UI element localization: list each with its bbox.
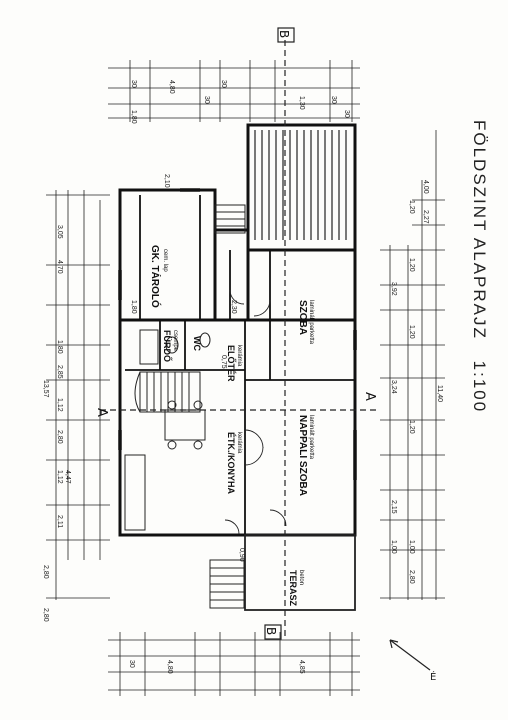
staircase-entry: [214, 204, 246, 234]
svg-text:cem. lap: cem. lap: [162, 249, 168, 272]
dim-top-chain-4: 2,85: [56, 365, 63, 379]
dim-left-row-4: 30: [343, 110, 350, 118]
dim-left-far-0: 2,80: [42, 608, 49, 622]
dim-right-chain-2: 1,20: [408, 258, 415, 272]
dim-top-outer-1: 4,47: [64, 470, 71, 484]
dim-top-chain-1: 1,12: [56, 470, 63, 484]
dim-left-bottom-2: 30: [128, 660, 135, 668]
dim-left-row-3: 30: [330, 96, 337, 104]
svg-text:B: B: [277, 30, 291, 38]
dim-left-row-0: 1,80: [130, 110, 137, 124]
dim-right-chain-8: 1,00: [390, 540, 397, 554]
svg-text:NAPPALI SZOBA: NAPPALI SZOBA: [297, 415, 308, 496]
dim-right-chain-0: 4,00: [422, 180, 429, 194]
svg-text:laminált parketta: laminált parketta: [308, 415, 314, 460]
drawing-title-text: FÖLDSZINT ALAPRAJZ: [470, 120, 489, 340]
dim-right-chain-9: 1,00: [408, 540, 415, 554]
dim-left-bottom-1: 4,85: [298, 660, 305, 674]
windows: [118, 188, 357, 480]
dimension-block-top: [108, 60, 360, 122]
svg-text:csempe: csempe: [172, 330, 178, 352]
dim-misc-2: 1,80: [130, 300, 137, 314]
roof-hatching: [254, 130, 347, 240]
dimension-chain-left: [46, 190, 110, 600]
room-tarolo: GK. TÁROLÓ cem. lap: [149, 245, 168, 308]
dim-top-chain-2: 2,80: [56, 430, 63, 444]
svg-text:GK. TÁROLÓ: GK. TÁROLÓ: [149, 245, 162, 308]
room-furdo: FÜRDŐ csempe: [162, 330, 178, 362]
dim-top-chain-3: 1,12: [56, 398, 63, 412]
dim-left-upper-0: 30: [130, 80, 137, 88]
dim-left-upper-1: 4,80: [168, 80, 175, 94]
staircase-main: [134, 371, 201, 413]
svg-text:kerámia: kerámia: [236, 345, 242, 367]
svg-text:beton: beton: [298, 570, 304, 585]
room-szoba: SZOBA laminált parketta: [297, 300, 314, 345]
door-swings: [224, 289, 287, 535]
dim-misc-3: 1,20: [408, 200, 415, 214]
room-nappali: NAPPALI SZOBA laminált parketta: [297, 415, 314, 496]
dimension-block-bottom: [108, 632, 360, 696]
dim-top-chain-5: 1,80: [56, 340, 63, 354]
svg-text:A: A: [362, 392, 377, 401]
room-terasz: TERASZ beton: [288, 570, 304, 607]
section-marker-a: A A: [94, 392, 380, 417]
svg-text:ÉTK./KONYHA: ÉTK./KONYHA: [226, 432, 236, 495]
dim-misc-4: 0,90: [238, 548, 245, 562]
dim-misc-1: 2,30: [230, 300, 237, 314]
dim-right-chain-1: 2,27: [422, 210, 429, 224]
dim-misc-0: 2,10: [163, 174, 170, 188]
dim-top-chain-0: 2,11: [56, 515, 63, 528]
interior-walls: [125, 195, 355, 535]
svg-text:B: B: [264, 627, 278, 635]
dim-left-bottom-0: 4,80: [166, 660, 173, 674]
dim-top-chain-6: 4,70: [56, 260, 63, 274]
room-wc: WC: [192, 336, 202, 351]
staircase-terrace: [209, 559, 245, 609]
svg-text:SZOBA: SZOBA: [297, 300, 308, 335]
drawing-title: FÖLDSZINT ALAPRAJZ 1:100: [455, 120, 489, 420]
dim-right-chain-3: 3,92: [390, 282, 397, 296]
dim-right-chain-6: 1,20: [408, 420, 415, 434]
svg-text:kerámia: kerámia: [236, 432, 242, 454]
dim-right-chain-5: 3,24: [390, 380, 397, 394]
north-arrow-icon: É: [389, 639, 436, 683]
svg-text:É: É: [430, 670, 436, 683]
dim-misc-5: 0,75: [220, 355, 227, 369]
svg-text:laminált parketta: laminált parketta: [308, 300, 314, 345]
dim-right-total: 11,40: [436, 385, 443, 402]
svg-text:WC: WC: [192, 336, 202, 351]
svg-text:ELŐTÉR: ELŐTÉR: [226, 345, 237, 382]
svg-text:A: A: [94, 408, 109, 417]
kitchen-fixtures: [124, 400, 206, 531]
terrace-outline: [244, 534, 356, 611]
dim-left-row-2: 1,30: [298, 96, 305, 110]
bathroom-fixtures: [139, 329, 211, 365]
room-eloter: ELŐTÉR kerámia: [226, 345, 242, 382]
dim-top-chain-7: 3,05: [56, 225, 63, 239]
dimension-chain-right: [380, 130, 445, 600]
dim-top-total: 13,57: [42, 380, 49, 398]
dim-right-chain-10: 2,80: [408, 570, 415, 584]
drawing-scale: 1:100: [470, 360, 489, 414]
section-marker-b: B B: [264, 27, 295, 640]
dim-right-chain-4: 1,20: [408, 325, 415, 339]
dim-left-upper-2: 30: [220, 80, 227, 88]
svg-text:FÜRDŐ: FÜRDŐ: [162, 330, 173, 362]
svg-text:TERASZ: TERASZ: [288, 570, 298, 607]
dim-right-chain-7: 2,15: [390, 500, 397, 514]
room-konyha: ÉTK./KONYHA kerámia: [226, 432, 242, 495]
dim-top-outer-0: 2,80: [42, 565, 49, 579]
dim-left-row-1: 30: [203, 96, 210, 104]
